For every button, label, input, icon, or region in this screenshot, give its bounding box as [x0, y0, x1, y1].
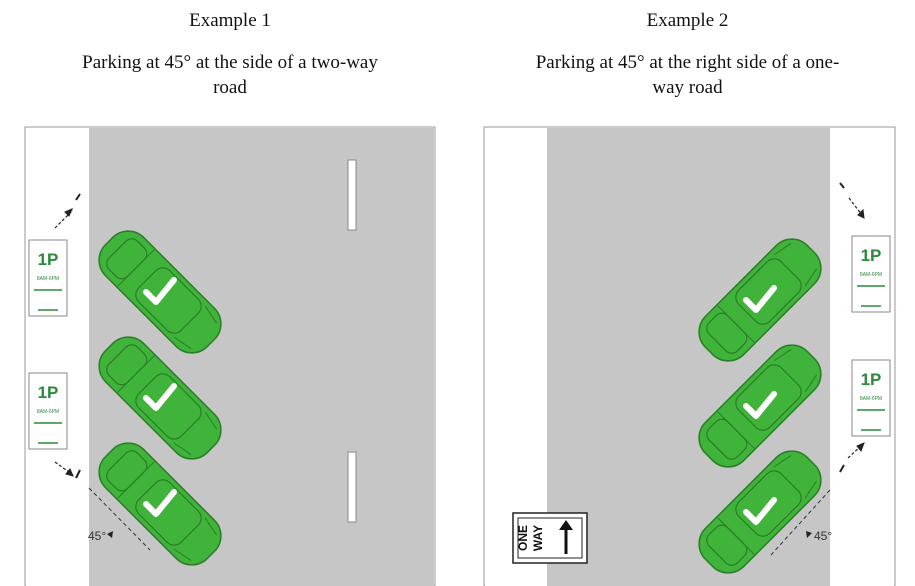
check-icon: [743, 497, 777, 525]
example-2-parking-sign: 1P 8AM-6PM: [851, 359, 891, 437]
example-1-parking-sign: 1P 8AM-6PM: [28, 372, 68, 450]
example-1-caption-line2: road: [213, 77, 247, 98]
example-1-caption: Parking at 45° at the side of a two-way …: [0, 50, 460, 100]
zone-start-arrow: [54, 193, 81, 229]
zone-end-arrow: [54, 461, 81, 479]
example-1-footpath: [26, 128, 89, 586]
parked-car: [698, 450, 822, 574]
angle-arrow-icon: [107, 531, 113, 538]
example-1-centre-line-dash: [347, 451, 357, 523]
example-2-caption-line1: Parking at 45° at the right side of a on…: [535, 52, 840, 73]
sign-label: 1P: [861, 370, 882, 389]
parked-car: [98, 230, 222, 354]
example-2-left-edge: [485, 128, 547, 586]
example-2-parking-sign: 1P 8AM-6PM: [851, 235, 891, 313]
example-2-heading: Example 2: [646, 10, 729, 31]
example-2-footpath: [830, 128, 894, 586]
example-2-diagram: ONE WAY 1P 8AM-6PM 1P 8AM-6PM: [483, 126, 896, 586]
example-1-angle-label: 45°: [88, 529, 106, 543]
up-arrow-icon: [559, 520, 573, 530]
parked-car: [98, 442, 222, 566]
angle-line: [769, 489, 831, 557]
sign-label: 1P: [861, 246, 882, 265]
zone-start-arrow: [839, 182, 865, 219]
angle-arrow-icon: [806, 531, 812, 538]
check-icon: [143, 489, 177, 517]
one-way-line1: ONE: [516, 525, 530, 551]
parked-car: [698, 238, 822, 362]
check-icon: [143, 277, 177, 305]
check-icon: [743, 285, 777, 313]
example-1-heading: Example 1: [189, 10, 271, 31]
angle-line: [88, 487, 151, 551]
example-1-centre-line-dash: [347, 159, 357, 231]
example-1-caption-line1: Parking at 45° at the side of a two-way: [82, 52, 378, 73]
check-icon: [743, 391, 777, 419]
check-icon: [143, 383, 177, 411]
example-1-cars: [98, 230, 222, 566]
example-1-diagram: 1P 8AM-6PM 1P 8AM-6PM 45°: [24, 126, 436, 586]
example-2-cars: [698, 238, 822, 574]
sign-sub-label: 8AM-6PM: [860, 272, 882, 278]
example-1-parking-sign: 1P 8AM-6PM: [28, 239, 68, 317]
zone-end-arrow: [839, 442, 865, 473]
example-1-panel: Example 1 Parking at 45° at the side of …: [0, 10, 460, 586]
sign-label: 1P: [38, 250, 59, 269]
one-way-line2: WAY: [531, 525, 545, 551]
example-2-caption-line2: way road: [652, 77, 723, 98]
sign-sub-label: 8AM-6PM: [860, 396, 882, 402]
one-way-sign: ONE WAY: [512, 512, 588, 564]
parked-car: [698, 344, 822, 468]
parked-car: [98, 336, 222, 460]
example-2-panel: Example 2 Parking at 45° at the right si…: [460, 0, 915, 586]
sign-label: 1P: [38, 383, 59, 402]
sign-sub-label: 8AM-6PM: [37, 409, 59, 415]
example-2-angle-label: 45°: [814, 529, 832, 543]
example-2-caption: Parking at 45° at the right side of a on…: [460, 50, 915, 100]
sign-sub-label: 8AM-6PM: [37, 276, 59, 282]
